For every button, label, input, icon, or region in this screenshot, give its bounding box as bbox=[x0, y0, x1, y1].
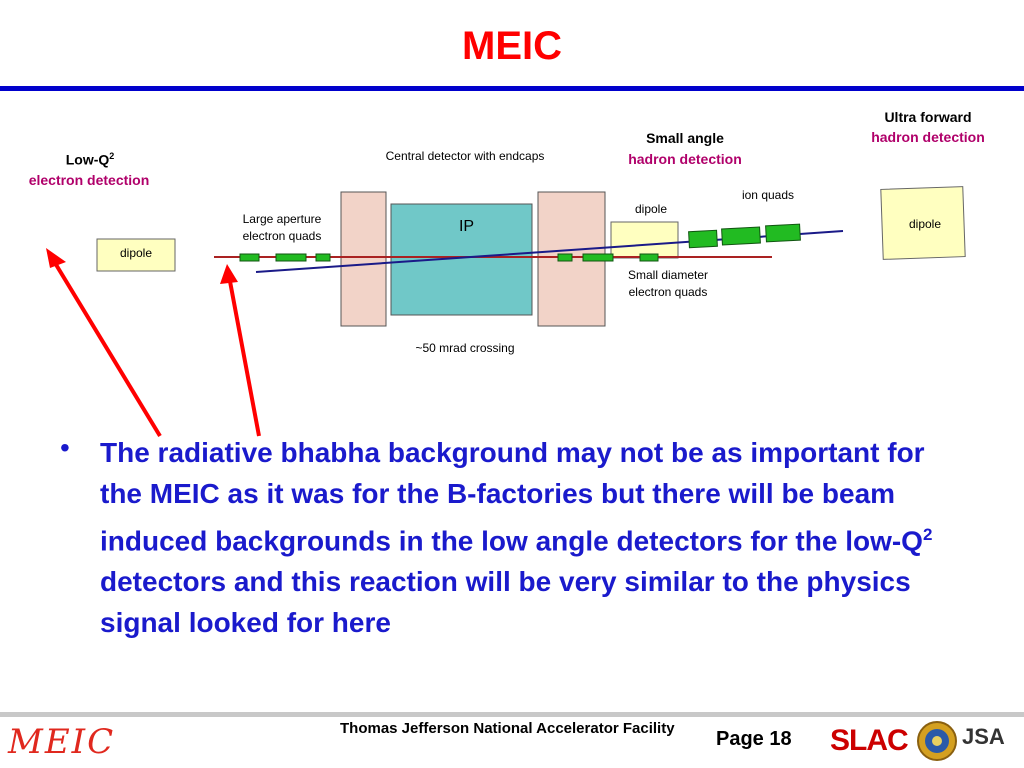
arrow-to-low-q bbox=[50, 256, 162, 438]
large-aperture-label-1: Large aperture bbox=[242, 212, 322, 226]
central-detector-label: Central detector with endcaps bbox=[385, 149, 545, 163]
electron-quad bbox=[557, 253, 573, 262]
small-angle-label: Small angle bbox=[646, 130, 724, 146]
lab-seal-icon bbox=[917, 721, 957, 761]
ultra-forward-label: Ultra forward bbox=[884, 109, 972, 125]
ultra-forward-hadron-detection: hadron detection bbox=[871, 129, 985, 145]
ion-quad bbox=[765, 223, 801, 243]
slide-title: MEIC bbox=[462, 24, 562, 68]
large-aperture-label-2: electron quads bbox=[242, 229, 322, 243]
low-q-electron-detection: electron detection bbox=[28, 172, 150, 188]
arrow-head-low-q bbox=[46, 248, 66, 268]
electron-quad bbox=[315, 253, 331, 262]
dipole-mid-box bbox=[610, 221, 679, 259]
ip-label: IP bbox=[458, 218, 475, 235]
meic-logo: MEIC bbox=[8, 722, 116, 762]
electron-quad bbox=[582, 253, 614, 262]
electron-quad bbox=[639, 253, 659, 262]
ip-box bbox=[390, 203, 533, 316]
electron-quad bbox=[239, 253, 260, 262]
small-diameter-label-2: electron quads bbox=[628, 285, 708, 299]
page-number: Page 18 bbox=[716, 728, 792, 750]
small-diameter-label-1: Small diameter bbox=[627, 268, 709, 282]
title-divider bbox=[0, 86, 1024, 91]
footer-divider bbox=[0, 712, 1024, 717]
bullet-marker: • bbox=[60, 432, 70, 463]
dipole-left-label: dipole bbox=[119, 246, 153, 260]
footer-organization: Thomas Jefferson National Accelerator Fa… bbox=[340, 720, 675, 737]
ion-quad bbox=[688, 229, 718, 249]
dipole-right-box bbox=[880, 186, 966, 260]
ion-quads-label: ion quads bbox=[741, 188, 795, 202]
low-q-label: Low-Q2 bbox=[65, 151, 115, 168]
detector-diagram bbox=[46, 186, 966, 438]
electron-quad bbox=[275, 253, 307, 262]
dipole-mid-label: dipole bbox=[634, 202, 668, 216]
jsa-logo: JSA bbox=[962, 724, 1005, 749]
ion-quad bbox=[721, 226, 761, 246]
slac-logo: SLAC bbox=[830, 724, 909, 757]
arrow-head-quads bbox=[220, 264, 238, 284]
dipole-left-box bbox=[96, 238, 176, 272]
arrow-to-quads bbox=[227, 275, 261, 437]
dipole-right-label: dipole bbox=[908, 217, 942, 231]
small-angle-hadron-detection: hadron detection bbox=[628, 151, 742, 167]
bullet-text: The radiative bhabha background may not … bbox=[100, 437, 933, 639]
crossing-label: ~50 mrad crossing bbox=[415, 341, 515, 355]
left-endcap bbox=[340, 191, 387, 327]
